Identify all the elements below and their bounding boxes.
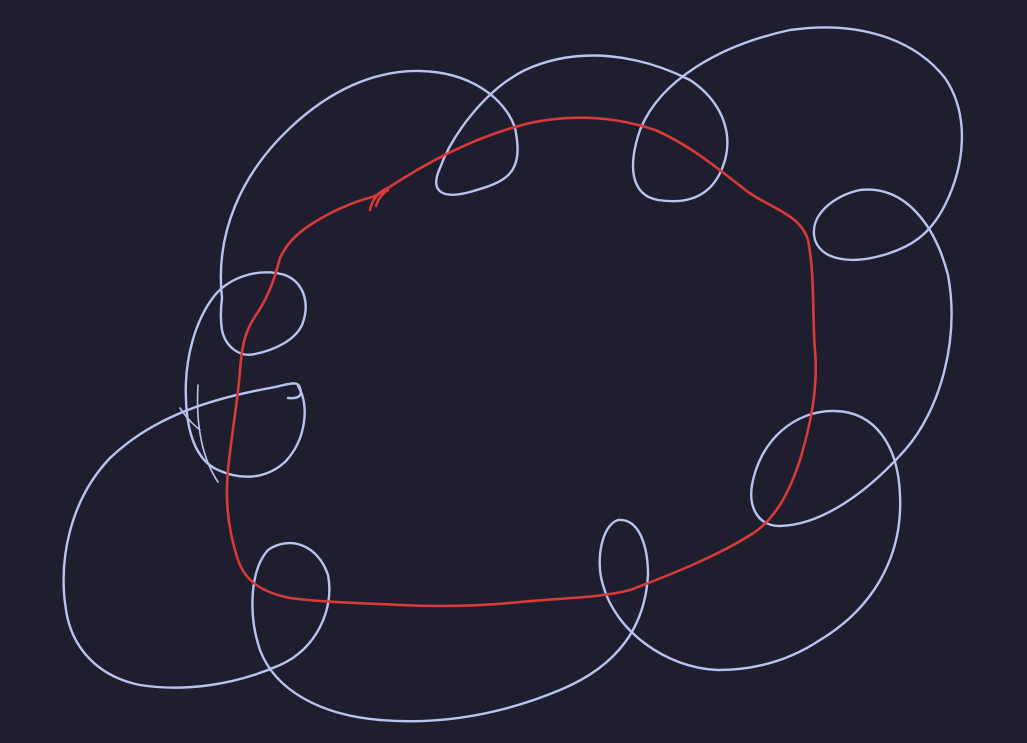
outer-loop-line xyxy=(62,26,964,723)
scratch-mark xyxy=(196,384,219,483)
outer-loop-left-lobe xyxy=(184,271,307,478)
scratch-mark xyxy=(179,407,201,431)
arrowhead-icon xyxy=(368,186,390,212)
inner-knot-line xyxy=(225,116,818,608)
